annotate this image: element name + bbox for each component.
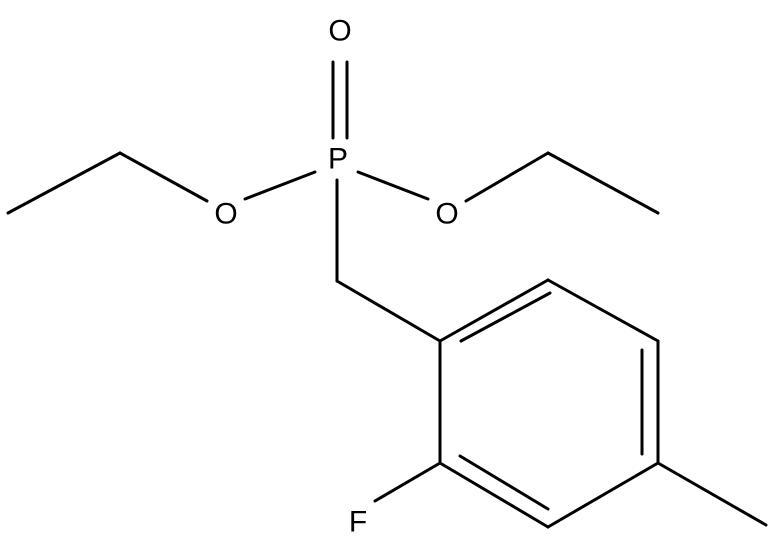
bond-ring-c1-c2	[438, 278, 550, 343]
bond-ring-c2-c3	[546, 278, 660, 343]
atom-oxygen-left: O	[214, 198, 237, 231]
atom-fluorine: F	[349, 506, 367, 539]
bond-ring-fluorine	[373, 461, 442, 503]
bond-o-ch2-right	[464, 151, 550, 203]
bond-p-o-right	[356, 170, 430, 201]
atom-phosphorus: P	[328, 143, 348, 176]
bond-ch2-ch3-right	[546, 151, 660, 215]
atom-labels: O P O O F	[214, 15, 458, 539]
bonds	[6, 60, 768, 529]
bond-ring-methyl	[656, 461, 768, 527]
bond-ch2-ch3-left	[6, 151, 122, 215]
bond-ring-c5-c6	[438, 461, 550, 529]
bond-ring-inner-top	[459, 291, 552, 343]
atom-oxygen-double: O	[328, 15, 351, 48]
bond-ring-c4-c5	[546, 461, 660, 529]
bond-p-o-left	[243, 170, 317, 201]
bond-o-ch2-left	[118, 151, 209, 203]
atom-oxygen-right: O	[435, 198, 458, 231]
bond-ch2-ring	[335, 279, 442, 343]
bond-ring-inner-bottom	[458, 454, 550, 511]
